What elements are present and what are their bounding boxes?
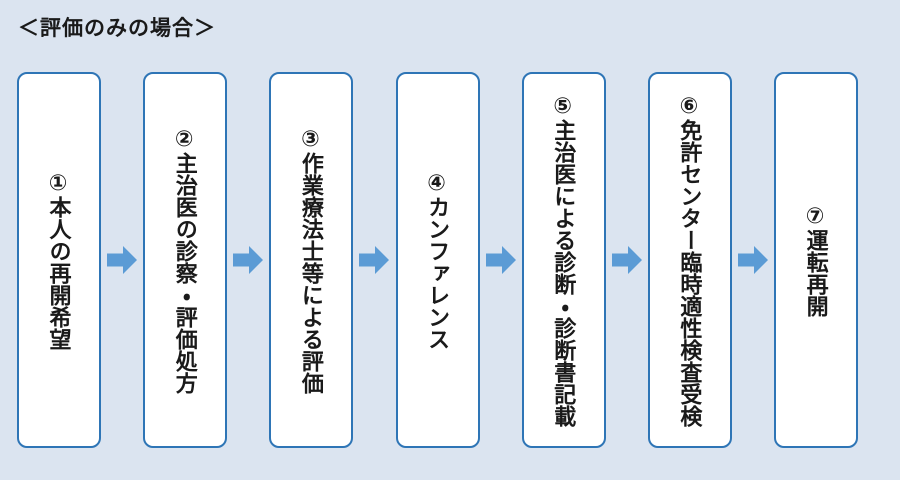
flow-step-7: ⑦運転再開 bbox=[774, 72, 859, 448]
flow-step-5-label: ⑤主治医による診断・診断書記載 bbox=[551, 93, 577, 427]
arrow-cell bbox=[606, 72, 648, 448]
flow-step-4: ④カンファレンス bbox=[395, 72, 480, 448]
arrow-right-icon bbox=[359, 246, 390, 274]
arrow-right-icon bbox=[233, 246, 264, 274]
flow-step-1: ①本人の再開希望 bbox=[17, 72, 101, 448]
flow-step-7-label: ⑦運転再開 bbox=[803, 203, 829, 317]
arrow-cell bbox=[101, 72, 143, 448]
flow-row: ①本人の再開希望 ②主治医の診察・評価処方 ③作業療法士等による評価 ④カンファ… bbox=[17, 72, 859, 448]
flow-step-6-label: ⑥免許センター臨時適性検査受検 bbox=[677, 93, 703, 427]
diagram-title: ＜評価のみの場合＞ bbox=[18, 17, 216, 40]
flow-step-4-label: ④カンファレンス bbox=[425, 170, 451, 350]
arrow-right-icon bbox=[485, 246, 516, 274]
arrow-cell bbox=[480, 72, 522, 448]
arrow-cell bbox=[353, 72, 395, 448]
flow-step-2-label: ②主治医の診察・評価処方 bbox=[172, 126, 198, 394]
flow-step-2: ②主治医の診察・評価処方 bbox=[143, 72, 228, 448]
arrow-right-icon bbox=[107, 246, 138, 274]
arrow-right-icon bbox=[737, 246, 768, 274]
flow-step-3-label: ③作業療法士等による評価 bbox=[298, 126, 324, 394]
flow-step-6: ⑥免許センター臨時適性検査受検 bbox=[647, 72, 732, 448]
flow-step-3: ③作業療法士等による評価 bbox=[269, 72, 354, 448]
flow-step-5: ⑤主治医による診断・診断書記載 bbox=[521, 72, 606, 448]
arrow-cell bbox=[732, 72, 774, 448]
flow-step-1-label: ①本人の再開希望 bbox=[46, 170, 72, 350]
arrow-right-icon bbox=[611, 246, 642, 274]
arrow-cell bbox=[227, 72, 269, 448]
